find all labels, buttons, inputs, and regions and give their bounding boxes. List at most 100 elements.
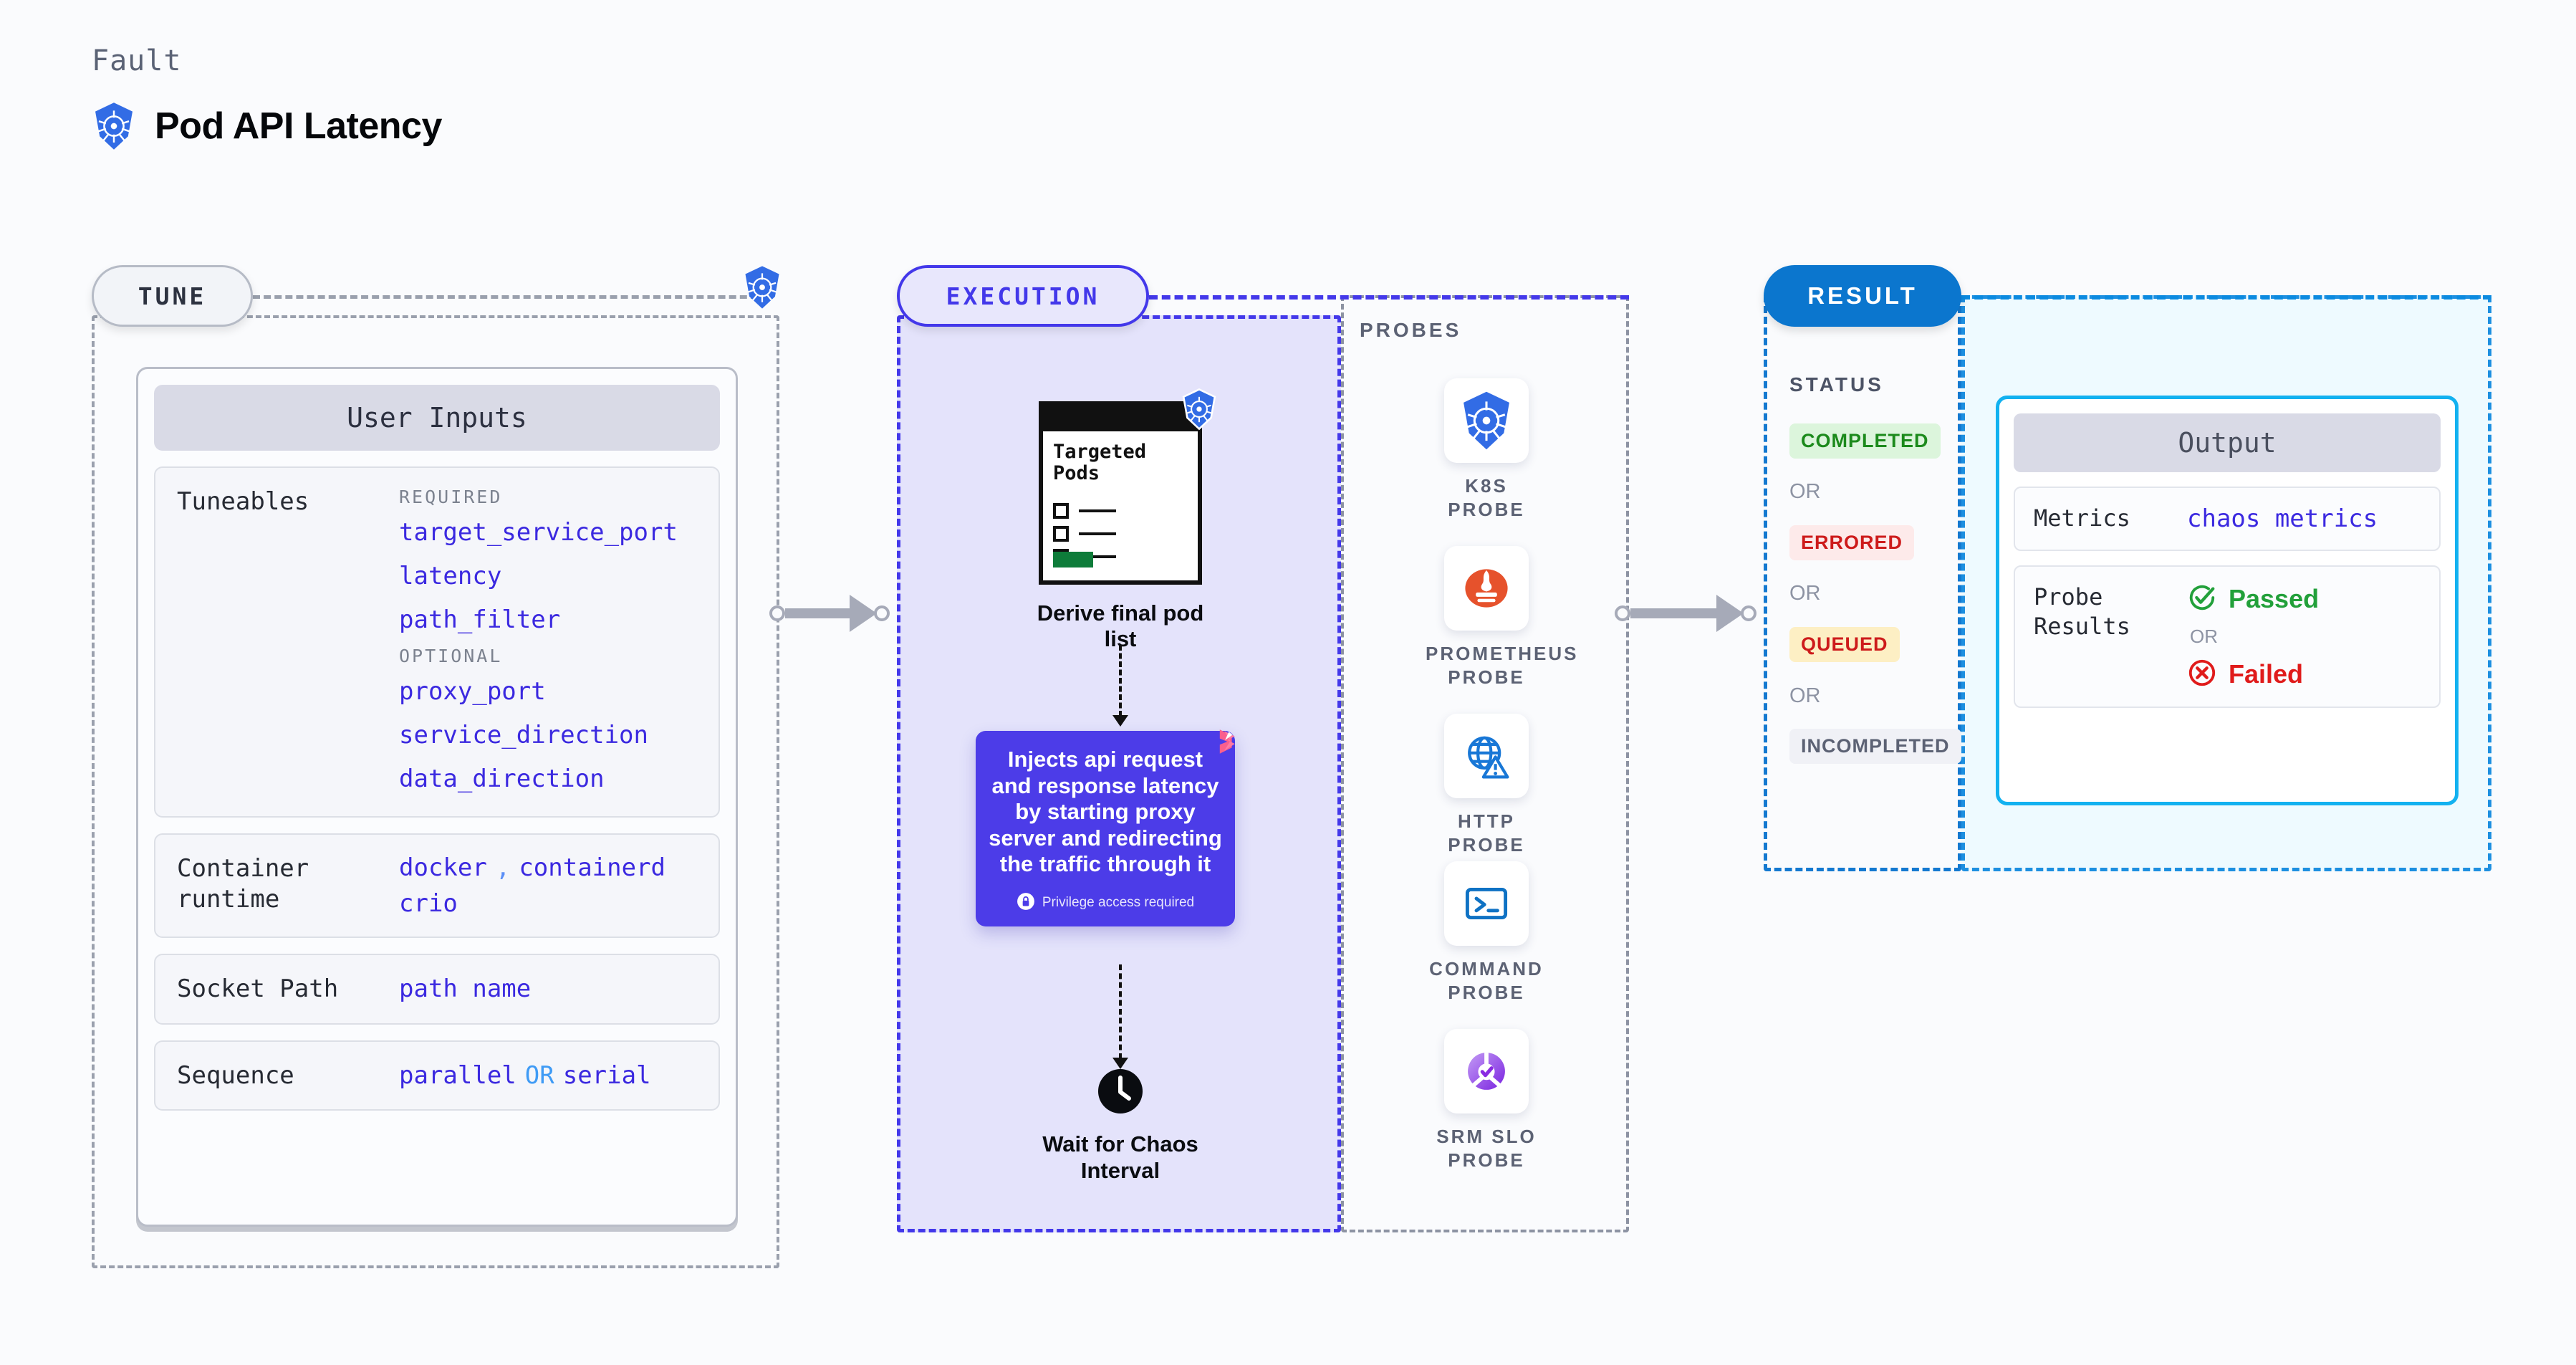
targeted-pods-step: Targeted Pods Derive f (1027, 388, 1216, 652)
page-title: Pod API Latency (155, 105, 442, 147)
socket-path-row: Socket Path path name (154, 954, 720, 1025)
failed-label: Failed (2229, 658, 2304, 689)
pod-line (1079, 532, 1116, 535)
tunable-latency[interactable]: latency (399, 562, 502, 590)
container-runtime-label: Container runtime (177, 854, 309, 914)
required-heading: REQUIRED (399, 487, 503, 507)
metrics-value[interactable]: chaos metrics (2187, 504, 2378, 533)
globe-warning-icon (1444, 714, 1529, 798)
clock-icon (1097, 1069, 1144, 1118)
container-runtime-row: Container runtime docker , containerd cr… (154, 833, 720, 938)
tuneables-label: Tuneables (177, 487, 309, 516)
status-or-1: OR (1789, 480, 1821, 503)
probes-section-label: PROBES (1360, 319, 1462, 341)
pod-list-item (1053, 503, 1116, 519)
probe-srm-slo[interactable]: SRM SLO PROBE (1426, 1029, 1547, 1172)
tune-stage-pill[interactable]: TUNE (92, 265, 253, 327)
status-badge-completed: COMPLETED (1789, 423, 1941, 459)
status-label: STATUS (1789, 373, 1884, 396)
connector-tune-to-execution (769, 595, 913, 632)
status-or-3: OR (1789, 684, 1821, 707)
pods-card-titlebar (1039, 401, 1202, 431)
srm-slo-icon (1444, 1029, 1529, 1113)
execution-stage-pill[interactable]: EXECUTION (897, 265, 1149, 327)
probe-prometheus[interactable]: PROMETHEUS PROBE (1426, 546, 1579, 689)
connector-end-dot (874, 605, 890, 621)
kubernetes-icon (92, 102, 136, 150)
page-header: Fault Pod API Latency (92, 44, 442, 150)
flow-arrow-icon (1112, 715, 1128, 727)
probe-result-or: OR (2190, 625, 2218, 647)
pods-card-title: Targeted Pods (1053, 441, 1147, 485)
output-title: Output (2014, 413, 2441, 472)
optional-heading: OPTIONAL (399, 646, 503, 666)
connector-arrowhead (1716, 595, 1744, 632)
status-badge-errored: ERRORED (1789, 525, 1915, 560)
connector-execution-to-result (1615, 595, 1779, 632)
wait-chaos-step: Wait for Chaos Interval (1027, 1068, 1213, 1184)
socket-path-label: Socket Path (177, 974, 339, 1003)
runtime-separator: , (495, 853, 511, 882)
probe-label: SRM SLO PROBE (1436, 1126, 1537, 1171)
status-badge-queued: QUEUED (1789, 627, 1900, 662)
probe-label: PROMETHEUS PROBE (1426, 643, 1579, 688)
kubernetes-icon (1444, 378, 1529, 463)
user-inputs-card: User Inputs Tuneables REQUIRED target_se… (136, 367, 738, 1227)
derive-pod-list-label: Derive final pod list (1037, 600, 1204, 651)
pod-line (1079, 555, 1116, 558)
tunable-proxy-port[interactable]: proxy_port (399, 677, 546, 706)
inject-action-card: Injects api request and response latency… (976, 729, 1235, 926)
metrics-label: Metrics (2034, 504, 2130, 532)
terminal-icon (1444, 861, 1529, 946)
wait-chaos-label: Wait for Chaos Interval (1042, 1131, 1198, 1184)
tunable-path-filter[interactable]: path_filter (399, 605, 561, 634)
connector-bar (785, 608, 850, 618)
execution-connector-line (1149, 295, 1629, 300)
probe-command[interactable]: COMMAND PROBE (1426, 861, 1547, 1004)
status-badge-incompleted: INCOMPLETED (1789, 729, 1961, 764)
privilege-note-row: Privilege access required (989, 892, 1222, 914)
sequence-label: Sequence (177, 1060, 294, 1090)
title-row: Pod API Latency (92, 102, 442, 150)
connector-arrowhead (850, 595, 877, 632)
pod-status-bar (1053, 552, 1093, 567)
flow-arrow-icon (1112, 1058, 1128, 1069)
socket-path-value[interactable]: path name (399, 974, 532, 1004)
result-connector-line (1961, 295, 2491, 300)
runtime-crio[interactable]: crio (399, 889, 458, 918)
harness-icon (1208, 727, 1238, 760)
flow-line (1119, 964, 1122, 1059)
probe-result-failed: Failed (2187, 658, 2421, 691)
pod-line (1079, 509, 1116, 512)
passed-label: Passed (2229, 583, 2320, 613)
probe-result-passed: Passed (2187, 583, 2421, 616)
kubernetes-icon (1181, 388, 1218, 433)
check-circle-icon (2187, 583, 2217, 616)
fault-kicker: Fault (92, 44, 182, 77)
tuneables-row: Tuneables REQUIRED target_service_port l… (154, 466, 720, 818)
sequence-parallel[interactable]: parallel (399, 1060, 516, 1090)
lock-icon (1017, 892, 1035, 914)
inject-description: Injects api request and response latency… (989, 747, 1222, 877)
result-stage-pill[interactable]: RESULT (1764, 265, 1961, 327)
probe-k8s[interactable]: K8S PROBE (1426, 378, 1547, 521)
connector-end-dot (1741, 605, 1756, 621)
tunable-data-direction[interactable]: data_direction (399, 765, 605, 793)
kubernetes-icon (742, 265, 782, 312)
probe-http[interactable]: HTTP PROBE (1426, 714, 1547, 856)
sequence-serial[interactable]: serial (562, 1060, 651, 1090)
tune-connector-line (253, 295, 769, 299)
flow-line (1119, 645, 1122, 717)
metrics-row: Metrics chaos metrics (2014, 487, 2441, 551)
tunable-target-service-port[interactable]: target_service_port (399, 518, 678, 547)
x-circle-icon (2187, 658, 2217, 691)
tunable-service-direction[interactable]: service_direction (399, 721, 648, 749)
prometheus-icon (1444, 546, 1529, 631)
probe-label: COMMAND PROBE (1429, 958, 1544, 1003)
runtime-containerd[interactable]: containerd (519, 853, 666, 882)
runtime-docker[interactable]: docker (399, 853, 487, 882)
sequence-or: OR (524, 1060, 554, 1090)
checkbox-icon (1053, 526, 1069, 542)
